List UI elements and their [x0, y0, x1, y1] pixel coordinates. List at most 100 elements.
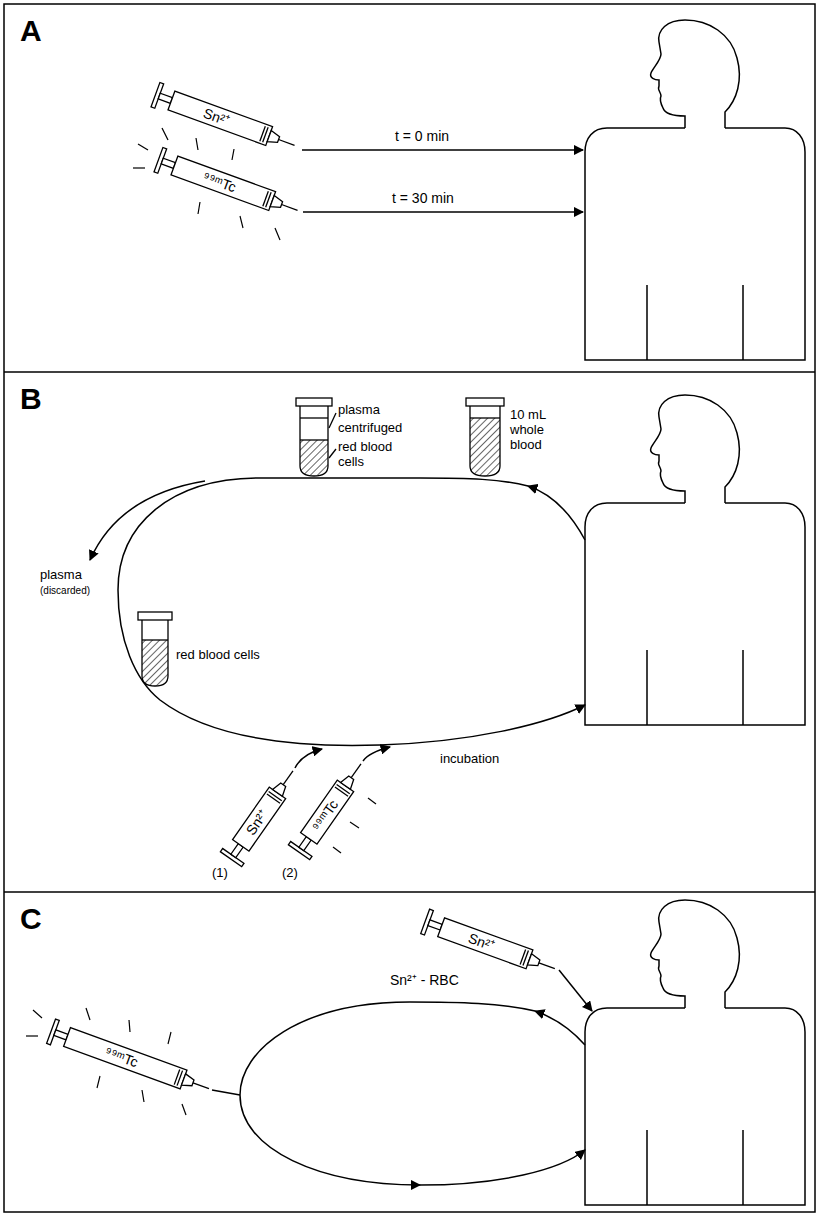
time-label: t = 0 min — [395, 128, 449, 144]
tube-label: centrifuged — [338, 421, 402, 436]
blood-loop — [535, 1011, 585, 1045]
syringe-part — [267, 130, 281, 145]
syringe-part — [193, 1083, 209, 1089]
syringe: Sn²⁺ — [149, 80, 300, 159]
person-silhouette — [585, 20, 805, 360]
tube-label: red blood cells — [338, 440, 400, 470]
radiation-marks — [196, 138, 198, 150]
syringe-part — [270, 195, 284, 210]
test-tube — [470, 417, 500, 418]
radiation-marks — [133, 167, 145, 168]
test-tube — [470, 418, 500, 476]
injection-arrow — [302, 150, 583, 212]
blood-loop — [363, 747, 390, 761]
syringe-label: Sn²⁺ — [440, 919, 524, 966]
flow-label: (discarded) — [40, 585, 90, 597]
radiation-marks — [168, 1032, 171, 1044]
tube-label: red blood cells — [176, 648, 260, 663]
syringe: Sn²⁺ — [218, 761, 306, 868]
test-tube — [466, 398, 504, 406]
panel-letter: A — [20, 14, 42, 49]
test-tube — [142, 639, 168, 640]
person-silhouette — [585, 1008, 805, 1205]
syringe-part — [527, 954, 541, 969]
test-tube — [296, 398, 332, 406]
syringe-label: Sn²⁺ — [234, 795, 280, 849]
blood-loop — [90, 481, 205, 560]
blood-loop — [118, 478, 585, 745]
syringe-part — [341, 774, 357, 789]
radiation-marks — [162, 128, 168, 140]
radiation-marks — [26, 1035, 38, 1036]
frame — [4, 4, 815, 1212]
test-tube — [329, 449, 336, 458]
syringe-part — [233, 787, 286, 851]
person-silhouette — [651, 395, 740, 503]
test-tube — [466, 398, 504, 476]
panel-letter: C — [20, 902, 42, 937]
radiation-marks — [182, 1104, 186, 1115]
radiation-marks — [129, 1020, 130, 1032]
blood-loop — [212, 1090, 240, 1095]
radiation-marks — [138, 144, 148, 150]
flow-label: Sn²⁺ - RBC — [390, 972, 459, 988]
radiation-marks — [232, 149, 234, 160]
blood-loop — [528, 486, 585, 540]
syringe-part — [282, 204, 298, 210]
test-tube — [329, 413, 336, 428]
syringe-part — [279, 139, 295, 145]
syringe-part — [539, 963, 555, 969]
test-tube — [300, 439, 328, 440]
blood-loop — [559, 970, 592, 1011]
radiation-marks — [275, 228, 280, 240]
syringe: ⁹⁹ᵐTc — [286, 754, 374, 861]
test-tube — [300, 417, 328, 418]
tube-label: plasma — [338, 403, 380, 418]
syringe-part — [168, 91, 273, 145]
test-tube — [300, 406, 328, 476]
blood-loop — [295, 749, 322, 768]
person-silhouette — [647, 285, 743, 360]
syringe-label: ⁹⁹ᵐTc — [173, 157, 266, 207]
test-tube — [138, 612, 172, 620]
step-number: (1) — [212, 866, 228, 881]
blood-loop — [212, 970, 592, 1185]
person-silhouette — [585, 900, 805, 1205]
test-tube — [142, 640, 168, 686]
syringe-part — [182, 1074, 196, 1089]
panel-letter: B — [20, 382, 42, 417]
time-label: t = 30 min — [392, 190, 454, 206]
tube-label: 10 mL whole blood — [510, 408, 558, 453]
person-silhouette — [585, 503, 805, 725]
radiation-marks — [26, 1008, 186, 1115]
radiation-marks — [142, 1090, 144, 1102]
syringe: Sn²⁺ — [419, 907, 561, 983]
test-tube — [138, 612, 172, 686]
test-tube — [296, 398, 336, 476]
radiation-marks — [198, 202, 200, 214]
person-silhouette — [647, 1130, 743, 1205]
person-silhouette — [647, 650, 743, 725]
radiation-marks — [133, 128, 280, 240]
blood-loop — [90, 478, 585, 768]
frame — [4, 891, 815, 893]
injection-arrow — [302, 149, 583, 151]
syringe-part — [64, 1028, 187, 1089]
syringe-part — [301, 780, 354, 844]
blood-loop — [240, 1002, 535, 1185]
syringe-part — [438, 918, 533, 969]
test-tube — [142, 620, 168, 686]
test-tube — [470, 406, 500, 476]
syringe-part — [283, 771, 293, 785]
injection-arrow — [303, 211, 583, 213]
syringe-part — [171, 156, 276, 210]
radiation-marks — [240, 216, 243, 228]
syringe-part — [273, 781, 289, 796]
radiation-marks — [368, 798, 376, 804]
person-silhouette — [651, 900, 740, 1008]
frame — [4, 371, 815, 373]
frame — [4, 4, 815, 1212]
person-silhouette — [651, 20, 740, 128]
